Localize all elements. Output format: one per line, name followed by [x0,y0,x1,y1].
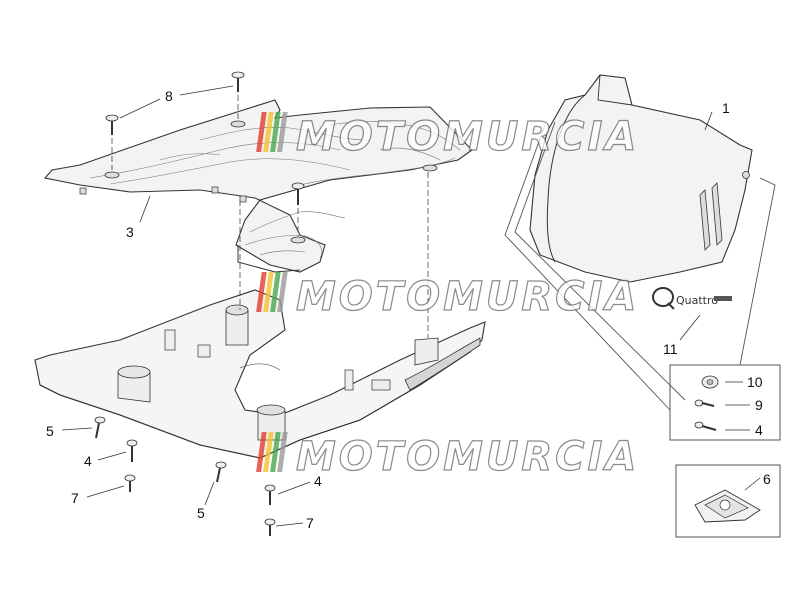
callout-6: 6 [763,471,771,487]
footrest-mat-part [43,99,473,273]
screw-icon [264,484,276,505]
callout-4-left: 4 [84,453,92,469]
screw-icon [694,399,715,407]
callout-5-center: 5 [197,505,205,521]
watermark-stripe [270,272,281,312]
screw-icon [94,416,106,439]
watermark-stripe [256,432,267,472]
watermark: MOTOMURCIA [256,112,639,161]
screw-icon [105,114,119,135]
callout-3: 3 [126,224,134,240]
watermark-stripe [270,432,281,472]
callout-9: 9 [755,397,763,413]
screw-icon [124,474,136,492]
screw-icon [215,461,227,483]
footrest-base-part [34,289,486,459]
watermark-stripe [277,272,288,312]
watermark: MOTOMURCIA [256,272,639,321]
quattro-logo-decal: Quattro [652,287,732,310]
watermark-stripe [256,272,267,312]
watermark-stripe [263,432,274,472]
watermark: MOTOMURCIA [256,432,639,481]
callout-11: 11 [663,341,678,357]
screw-icon [264,518,276,536]
callout-4-fastener: 4 [755,422,763,438]
callout-5-left: 5 [46,423,54,439]
watermark-stripe [256,112,267,152]
screw-icon [694,421,717,431]
watermark-stripe [263,272,274,312]
callout-4-center: 4 [314,473,322,489]
watermark-stripe [277,432,288,472]
clip-box [675,464,781,538]
watermark-text: MOTOMURCIA [296,114,639,160]
watermark-stripe [270,112,281,152]
callout-7-left: 7 [71,490,79,506]
clip-nut-icon [701,375,719,389]
screw-icon [231,71,245,92]
spring-clip-icon [694,489,761,523]
leader-lines [61,85,713,527]
alignment-lines [111,95,429,338]
fastener-box [669,364,781,441]
watermark-text: MOTOMURCIA [296,434,639,480]
callout-7-center: 7 [306,515,314,531]
callout-1: 1 [722,100,730,116]
watermark-stripe [277,112,288,152]
watermark-stripe [263,112,274,152]
watermark-text: MOTOMURCIA [296,274,639,320]
screw-icon [126,439,138,462]
screw-icon [291,182,305,205]
callout-10: 10 [747,374,763,390]
quattro-logo-text: Quattro [676,294,718,307]
front-cover-part [529,74,753,283]
group-bracket-lines [504,121,776,411]
callout-8: 8 [165,88,173,104]
